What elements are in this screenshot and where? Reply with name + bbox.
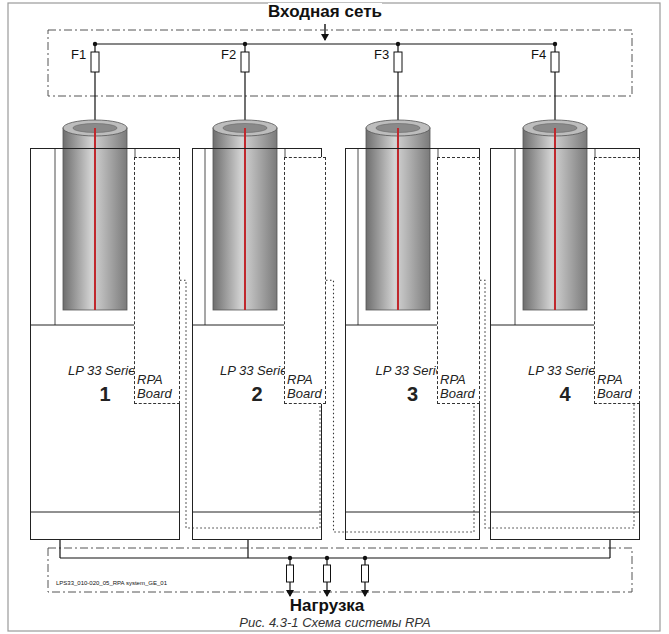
- board-label: RPA Board: [597, 373, 637, 402]
- ups-cabinet: LP 33 Series4RPA Board: [490, 148, 640, 540]
- board-label: RPA Board: [440, 373, 477, 402]
- housing-line: [358, 148, 359, 325]
- fuse-symbol: [91, 52, 99, 72]
- cylinder-body: [523, 128, 587, 310]
- junction-dot: [363, 556, 367, 560]
- output-fuse-box: [48, 548, 632, 592]
- junction-dot: [396, 42, 400, 46]
- fuse-symbol: [394, 52, 402, 72]
- red-conductor: [397, 128, 399, 310]
- outer-frame: [8, 3, 660, 631]
- fuse-label: F3: [374, 48, 389, 62]
- rpa-board: RPA Board: [594, 157, 640, 404]
- cylinder-body: [366, 128, 430, 310]
- fuse-label: F4: [531, 48, 546, 62]
- output-wire: [59, 540, 60, 558]
- fuse-symbol: [324, 565, 331, 582]
- input-fuse-box: [48, 30, 632, 96]
- junction-dot: [243, 42, 247, 46]
- figure-caption: Рис. 4.3-1 Схема системы RPA: [239, 615, 430, 630]
- housing-line: [205, 148, 206, 325]
- housing-line: [55, 148, 56, 325]
- red-conductor: [554, 128, 556, 310]
- panel-line: [192, 512, 322, 513]
- board-label: RPA Board: [287, 373, 323, 402]
- housing-line: [515, 148, 516, 325]
- fuse-symbol: [287, 565, 294, 582]
- fuse-symbol: [551, 52, 559, 72]
- series-name: LP 33 Series: [528, 363, 602, 378]
- ups-cylinders: [30, 120, 640, 512]
- output-wire: [609, 540, 610, 558]
- load-label: Нагрузка: [290, 597, 365, 616]
- output-wire: [247, 540, 248, 558]
- series-name: LP 33 Series: [68, 363, 142, 378]
- junction-dot: [288, 556, 292, 560]
- cylinder-body: [63, 128, 127, 310]
- board-label: RPA Board: [137, 373, 177, 402]
- input-fuses: [91, 42, 559, 120]
- output-bus: [60, 557, 610, 558]
- junction-dot: [553, 42, 557, 46]
- input-arrow: [324, 24, 325, 40]
- ups-cabinet: LP 33 Series2RPA Board: [192, 148, 322, 540]
- rpa-board: RPA Board: [437, 157, 480, 404]
- input-label: Входная сеть: [268, 3, 382, 22]
- panel-line: [345, 512, 480, 513]
- fuse-symbol: [241, 52, 249, 72]
- panel-line: [490, 512, 640, 513]
- red-conductor: [244, 128, 246, 310]
- drawing-id: LPS33_010-020_05_RPA system_GE_01: [56, 580, 167, 587]
- junction-dot: [325, 556, 329, 560]
- input-bus: [95, 43, 555, 44]
- fuse-label: F1: [71, 48, 86, 62]
- ups-cabinet: LP 33 Series3RPA Board: [345, 148, 480, 540]
- ups-cabinet: LP 33 Series1RPA Board: [30, 148, 180, 540]
- cylinder-body: [213, 128, 277, 310]
- fuse-symbol: [362, 565, 369, 582]
- fuse-label: F2: [221, 48, 236, 62]
- junction-dot: [93, 42, 97, 46]
- rpa-board: RPA Board: [284, 157, 326, 404]
- panel-line: [30, 512, 180, 513]
- rpa-board: RPA Board: [134, 157, 180, 404]
- output-fuses: [287, 556, 369, 596]
- series-name: LP 33 Series: [220, 363, 294, 378]
- red-conductor: [94, 128, 96, 310]
